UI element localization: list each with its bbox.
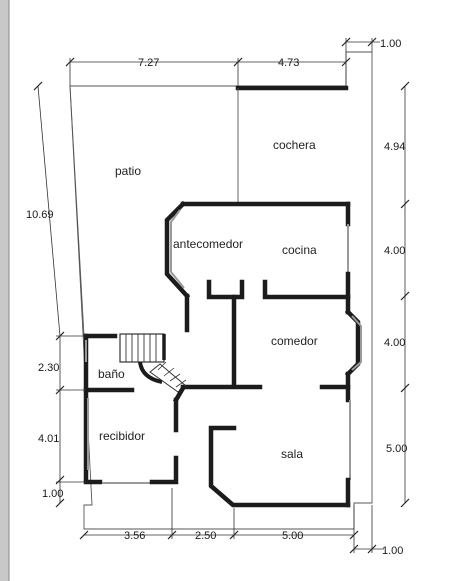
antecomedor-bay-window bbox=[170, 209, 185, 289]
dim-label-bottom-2: 2.50 bbox=[195, 530, 216, 542]
comedor-bay-window bbox=[351, 315, 362, 371]
dim-label-right-2: 4.00 bbox=[384, 245, 405, 257]
cocina-lower-wall bbox=[262, 279, 351, 300]
dim-bottom bbox=[79, 488, 384, 554]
room-label-recibidor: recibidor bbox=[99, 429, 145, 443]
dim-left bbox=[33, 81, 86, 508]
room-label-patio: patio bbox=[115, 164, 141, 178]
recibidor-east-wall bbox=[149, 455, 179, 485]
dim-label-top-3: 1.00 bbox=[380, 38, 401, 50]
antecomedor-counter bbox=[206, 279, 245, 300]
room-label-antecomedor: antecomedor bbox=[173, 237, 243, 251]
lot-boundary bbox=[69, 51, 373, 530]
dim-label-bottom-1: 3.56 bbox=[124, 530, 145, 542]
antecomedor-bay-wall bbox=[164, 200, 191, 300]
dim-label-left-4: 1.00 bbox=[42, 488, 63, 500]
dim-label-left-3: 4.01 bbox=[38, 433, 59, 445]
dim-right bbox=[400, 81, 410, 508]
dim-label-top-1: 7.27 bbox=[138, 57, 159, 69]
staircase bbox=[119, 333, 187, 393]
dim-label-bottom-4: 1.00 bbox=[382, 545, 403, 557]
room-label-cocina: cocina bbox=[282, 243, 317, 257]
dim-label-right-3: 4.00 bbox=[384, 337, 405, 349]
dim-label-right-1: 4.94 bbox=[384, 141, 405, 153]
sala-west-wall bbox=[208, 425, 351, 508]
dim-top bbox=[65, 37, 380, 86]
lot-boundary-west bbox=[69, 85, 85, 337]
room-label-comedor: comedor bbox=[271, 334, 318, 348]
page-frame-left bbox=[0, 0, 9, 581]
dim-label-left-1: 10.69 bbox=[26, 209, 54, 221]
dim-label-right-4: 5.00 bbox=[386, 443, 407, 455]
room-label-sala: sala bbox=[281, 447, 303, 461]
room-label-cochera: cochera bbox=[273, 138, 316, 152]
dim-label-bottom-3: 5.00 bbox=[282, 530, 303, 542]
dim-label-top-2: 4.73 bbox=[278, 57, 299, 69]
dim-label-left-2: 2.30 bbox=[38, 362, 59, 374]
room-label-bano: baño bbox=[98, 367, 125, 381]
entry-diagonal-wall bbox=[172, 384, 187, 404]
